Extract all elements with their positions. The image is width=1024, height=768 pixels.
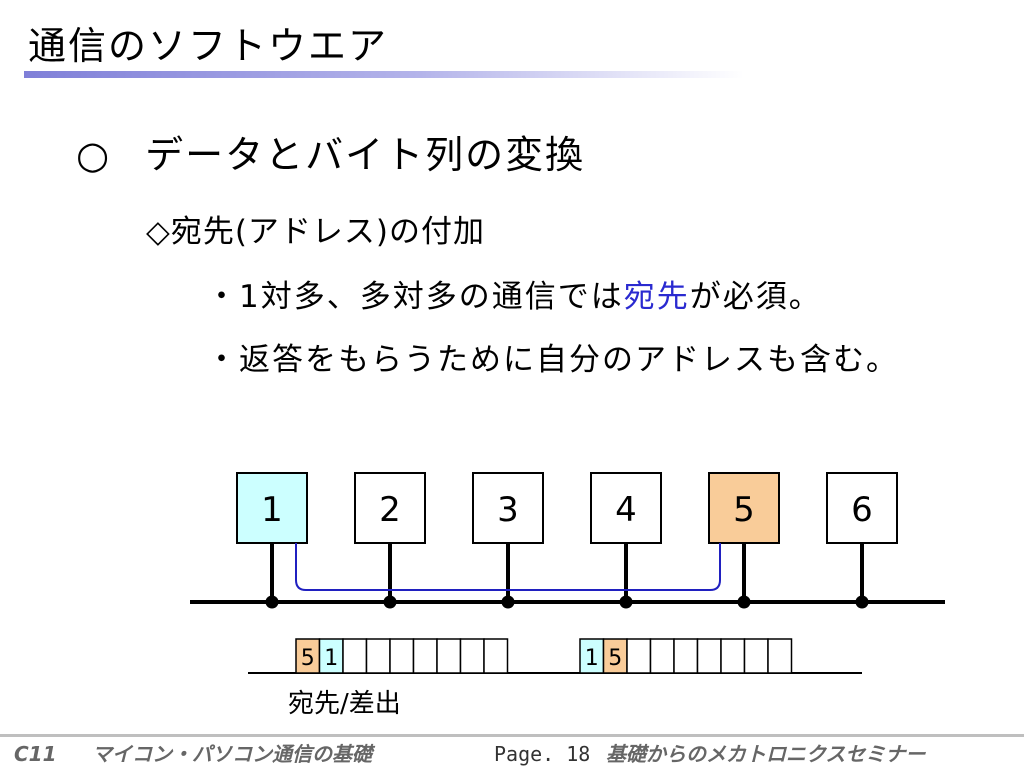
node-5-tap (737, 595, 751, 609)
packet-1-cell-3 (342, 638, 368, 674)
node-2-box (354, 472, 426, 544)
packet-2-cell-5 (673, 638, 699, 674)
node-3-box (472, 472, 544, 544)
node-4-tap (619, 595, 633, 609)
footer: C11 マイコン・パソコン通信の基礎 Page. 18 基礎からのメカトロニクス… (0, 740, 1024, 768)
footer-page-number: Page. 18 (494, 742, 591, 766)
packet-1-cell-5 (389, 638, 415, 674)
node-4-label: 4 (615, 490, 637, 530)
heading-text: データとバイト列の変換 (145, 133, 586, 177)
slide-title: 通信のソフトウエア (28, 24, 389, 68)
node-3-label: 3 (497, 490, 519, 530)
node-1-box (236, 472, 308, 544)
packet-2-cell-3 (626, 638, 652, 674)
packet-2-cell-7 (720, 638, 746, 674)
node-1-label: 1 (261, 490, 283, 530)
packet-2-cell-6 (696, 638, 722, 674)
node-5-box (708, 472, 780, 544)
node-6-box (826, 472, 898, 544)
packet-1-cell-4 (365, 638, 391, 674)
footer-rule (0, 734, 1024, 737)
packet-2-cell-2-label: 5 (608, 646, 622, 671)
packet-2-cell-1-label: 1 (585, 646, 599, 671)
packet-caption: 宛先/差出 (288, 689, 401, 719)
packet-1-cell-9 (483, 638, 509, 674)
packet-1-cell-6 (412, 638, 438, 674)
footer-course-code: C11 (14, 742, 57, 766)
bullet-point-1: ・1対多、多対多の通信では宛先が必須。 (206, 275, 822, 319)
section-heading: ○ データとバイト列の変換 (76, 130, 585, 180)
packet-2-cell-4 (649, 638, 675, 674)
packet-2-cell-8 (743, 638, 769, 674)
packet-1-cell-2-label: 1 (324, 646, 338, 671)
node-2-tap (383, 595, 397, 609)
point-1-highlight: 宛先 (623, 279, 690, 315)
packet-1-cell-7 (436, 638, 462, 674)
packet-1-cell-8 (459, 638, 485, 674)
packet-1-cell-1-label: 5 (301, 646, 315, 671)
title-underline (24, 71, 744, 78)
sub-heading: ◇宛先(アドレス)の付加 (146, 214, 486, 250)
node-2-label: 2 (379, 490, 401, 530)
path-node-1-to-5 (295, 543, 721, 591)
node-6-tap (855, 595, 869, 609)
footer-series-title: 基礎からのメカトロニクスセミナー (606, 742, 926, 766)
bullet-point-2: ・返答をもらうために自分のアドレスも含む。 (206, 342, 899, 378)
node-1-tap (265, 595, 279, 609)
node-5-label: 5 (733, 490, 755, 530)
node-4-box (590, 472, 662, 544)
point-1-prefix: ・1対多、多対多の通信では (206, 279, 624, 315)
packet-2-cell-9 (767, 638, 793, 674)
node-6-label: 6 (851, 490, 873, 530)
footer-course-title: マイコン・パソコン通信の基礎 (92, 742, 372, 766)
point-1-suffix: が必須。 (689, 279, 822, 315)
node-3-tap (501, 595, 515, 609)
heading-bullet: ○ (76, 133, 112, 177)
